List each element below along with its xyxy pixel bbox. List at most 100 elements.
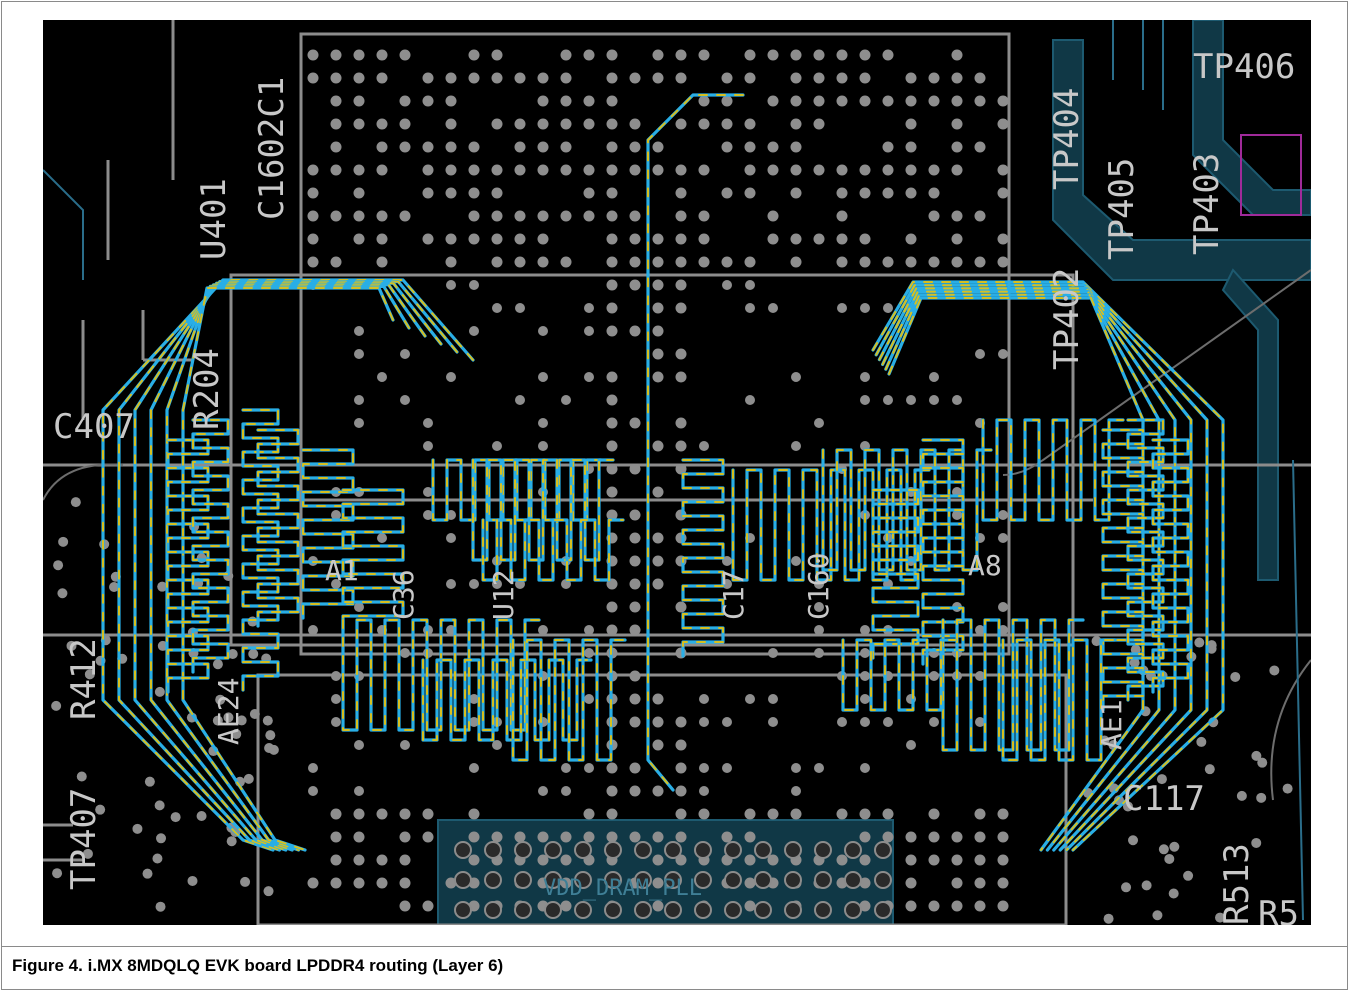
bga-pad	[837, 809, 848, 820]
bga-pad	[998, 349, 1008, 359]
bga-pad	[745, 280, 755, 290]
bga-pad	[791, 257, 802, 268]
bga-pad	[446, 533, 456, 543]
bga-pad	[653, 832, 664, 843]
bga-pad	[308, 165, 319, 176]
bga-pad	[860, 763, 870, 773]
bga-pad	[469, 326, 479, 336]
bga-pad	[906, 832, 917, 843]
bga-pad	[975, 96, 986, 107]
bga-pad	[492, 832, 503, 843]
bga-pad	[676, 234, 687, 245]
bga-pad	[446, 188, 457, 199]
bga-pad	[51, 701, 61, 711]
bga-pad	[929, 809, 940, 820]
bga-pad	[469, 809, 480, 820]
bga-pad	[400, 119, 411, 130]
bga-pad	[998, 533, 1008, 543]
bga-pad	[584, 50, 595, 61]
bga-pad	[400, 96, 411, 107]
bga-pad	[630, 579, 641, 590]
bga-pad	[152, 854, 162, 864]
large-pad	[845, 902, 861, 918]
bga-pad	[630, 165, 641, 176]
bga-pad	[561, 165, 572, 176]
bga-pad	[308, 878, 319, 889]
bga-pad	[768, 809, 779, 820]
bga-pad	[883, 395, 893, 405]
bga-pad	[377, 234, 388, 245]
bga-pad	[377, 73, 388, 84]
label-tp404: TP404	[1047, 88, 1087, 190]
bga-pad	[952, 119, 963, 130]
bga-pad	[607, 165, 618, 176]
bga-pad	[400, 50, 411, 61]
bga-pad	[377, 257, 388, 268]
bga-pad	[538, 96, 549, 107]
bga-pad	[699, 119, 710, 130]
bga-pad	[952, 832, 963, 843]
bga-pad	[883, 96, 894, 107]
bga-pad	[975, 211, 986, 222]
bga-pad	[354, 878, 365, 889]
bga-pad	[768, 96, 779, 107]
bga-pad	[837, 211, 848, 222]
bga-pad	[837, 50, 848, 61]
large-pad	[725, 902, 741, 918]
bga-pad	[1169, 842, 1179, 852]
bga-pad	[883, 303, 893, 313]
bga-pad	[929, 855, 940, 866]
bga-pad	[860, 648, 870, 658]
bga-pad	[515, 165, 526, 176]
bga-pad	[929, 671, 939, 681]
bga-pad	[906, 878, 917, 889]
bga-pad	[998, 602, 1008, 612]
bga-pad	[722, 96, 733, 107]
bga-pad	[998, 119, 1009, 130]
bga-pad	[354, 73, 365, 84]
bga-pad	[423, 832, 434, 843]
bga-pad	[929, 165, 940, 176]
bga-pad	[837, 165, 848, 176]
label-u12: U12	[487, 569, 520, 620]
bga-pad	[423, 234, 434, 245]
bga-pad	[561, 211, 572, 222]
bga-pad	[469, 234, 480, 245]
label-c36: C36	[387, 569, 420, 620]
bga-pad	[676, 832, 687, 843]
large-pad	[515, 842, 531, 858]
bga-pad	[354, 832, 365, 843]
bga-pad	[400, 395, 410, 405]
bga-pad	[653, 855, 664, 866]
bga-pad	[906, 234, 917, 245]
large-pad	[455, 872, 471, 888]
bga-pad	[630, 257, 641, 268]
bga-pad	[538, 326, 548, 336]
bga-pad	[1164, 854, 1174, 864]
bga-pad	[607, 96, 618, 107]
bga-pad	[998, 234, 1009, 245]
bga-pad	[653, 165, 664, 176]
bga-pad	[354, 349, 364, 359]
bga-pad	[630, 119, 641, 130]
trace-segment	[648, 95, 743, 790]
trace-segment	[103, 280, 473, 850]
bga-pad	[308, 257, 319, 268]
bga-pad	[400, 855, 411, 866]
bga-pad	[492, 303, 502, 313]
bga-pad	[561, 119, 572, 130]
bga-pad	[630, 694, 641, 705]
bga-pad	[906, 740, 916, 750]
bga-pad	[492, 165, 503, 176]
bga-pad	[745, 832, 756, 843]
bga-pad	[722, 717, 732, 727]
bga-pad	[423, 165, 434, 176]
bga-pad	[630, 418, 641, 429]
trace-segment-dash	[433, 460, 601, 520]
bga-pad	[630, 510, 641, 521]
bga-pad	[492, 188, 503, 199]
bga-pad	[860, 671, 870, 681]
bga-pad	[975, 855, 986, 866]
bga-pad	[515, 142, 526, 153]
bga-pad	[492, 211, 503, 222]
